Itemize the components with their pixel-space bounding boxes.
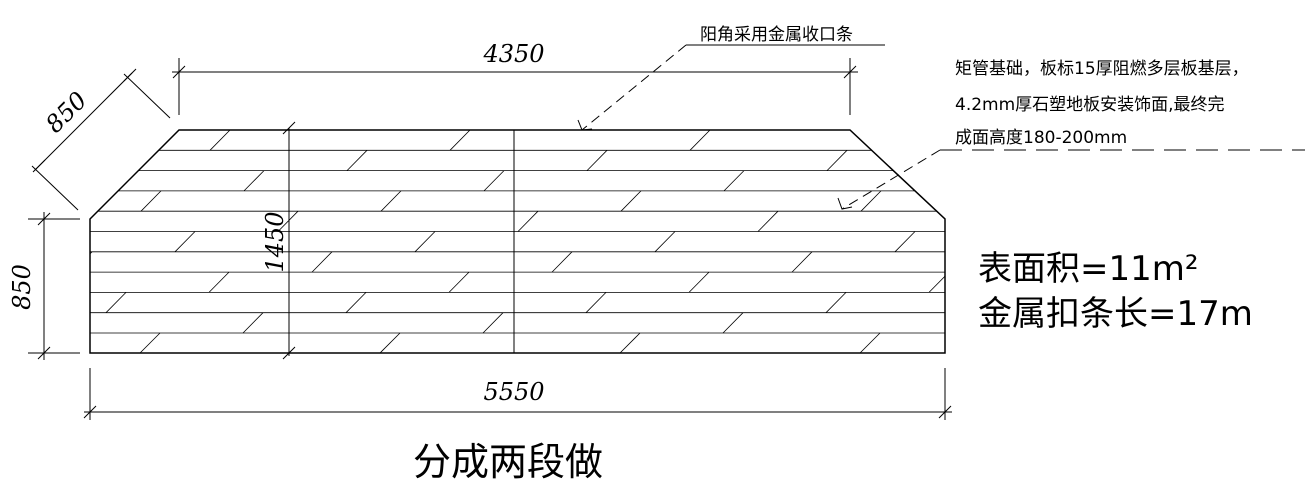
- plank-joint: [90, 251, 93, 273]
- left-height-dimension: [28, 212, 80, 360]
- plank-joint: [106, 150, 128, 171]
- plank-joint: [346, 150, 368, 171]
- plank-joint: [723, 170, 745, 192]
- floor-outline: [89, 129, 946, 354]
- bottom-width-dimension: [83, 368, 952, 420]
- diagonal-side-label: 850: [40, 86, 92, 138]
- plank-joint: [689, 130, 711, 151]
- plank-joint: [859, 332, 881, 353]
- plank-joint: [619, 332, 641, 353]
- plank-joint: [826, 150, 848, 171]
- bottom-width-label: 5550: [483, 378, 544, 406]
- caption: 分成两段做: [413, 440, 603, 484]
- top-width-dimension: [172, 58, 858, 115]
- plank-joint: [654, 231, 676, 253]
- plank-joint: [688, 271, 710, 293]
- plank-joint: [243, 170, 265, 192]
- material-note-line2: 4.2mm厚石塑地板安装饰面,最终完: [955, 95, 1225, 115]
- left-height-label: 850: [8, 264, 36, 310]
- diagonal-side-dimension: [31, 68, 171, 211]
- plank-joint: [105, 292, 127, 313]
- plank-joint: [825, 292, 847, 313]
- plank-joint: [277, 210, 299, 232]
- plank-joint: [380, 190, 402, 212]
- plank-joint: [929, 130, 945, 151]
- plank-joint: [242, 312, 264, 334]
- plank-joint: [174, 231, 196, 253]
- plank-joint: [860, 190, 882, 212]
- plank-joint: [757, 210, 779, 232]
- plank-joint: [209, 130, 231, 151]
- edge-note-leader: [577, 44, 885, 131]
- top-width-label: 4350: [482, 40, 544, 68]
- plank-joint: [345, 292, 367, 313]
- plank-joint: [448, 271, 470, 293]
- material-note-leader: [837, 149, 1305, 210]
- depth-dimension-label: 1450: [261, 211, 289, 272]
- plank-joint: [964, 171, 984, 191]
- plank-joint: [551, 251, 573, 273]
- plank-joint: [586, 150, 608, 171]
- edge-note: 阳角采用金属收口条: [700, 25, 853, 45]
- material-note-line3: 成面高度180-200mm: [955, 128, 1127, 148]
- plank-joint: [4, 171, 24, 191]
- strip-length: 金属扣条长=17m: [978, 294, 1253, 334]
- plank-joint: [449, 130, 471, 151]
- plank-joint: [139, 332, 161, 353]
- plank-joint: [585, 292, 607, 313]
- plank-joint: [311, 251, 333, 273]
- plank-joint: [517, 210, 539, 232]
- plank-joint: [894, 231, 916, 253]
- plank-pattern: [3, 130, 984, 353]
- depth-dimension: [282, 121, 296, 360]
- plank-joint: [414, 231, 436, 253]
- plank-joint: [928, 271, 945, 293]
- plank-joint: [620, 190, 642, 212]
- plank-joint: [791, 251, 813, 273]
- plank-joint: [3, 313, 23, 333]
- plank-joint: [722, 312, 744, 334]
- surface-area: 表面积=11m²: [978, 249, 1199, 289]
- material-note-line1: 矩管基础，板标15厚阻燃多层板基层，: [955, 59, 1249, 79]
- plank-joint: [483, 170, 505, 192]
- plank-joint: [140, 190, 162, 212]
- plank-joint: [208, 271, 230, 293]
- plank-joint: [482, 312, 504, 334]
- plank-joint: [379, 332, 401, 353]
